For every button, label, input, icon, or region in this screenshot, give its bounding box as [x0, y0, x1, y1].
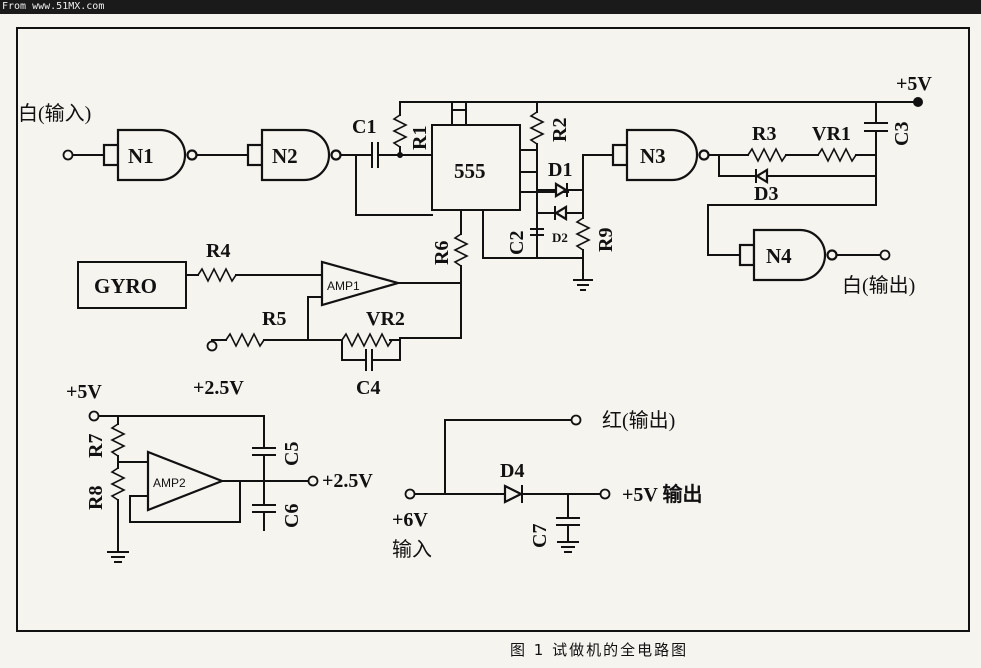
c4-label: C4: [356, 377, 380, 399]
gate-n4: N4: [738, 228, 838, 282]
capacitor-c3: [864, 122, 888, 132]
gate-n1: N1: [102, 128, 198, 182]
vcc-terminal: [913, 97, 923, 107]
capacitor-c4: [365, 349, 373, 371]
resistor-r6: [453, 233, 469, 267]
wire-amp1-minus: [307, 296, 323, 341]
gyro-label: GYRO: [94, 274, 157, 298]
capacitor-c5: [252, 447, 276, 456]
resistor-r3: [747, 147, 787, 163]
wire-d3: [718, 154, 877, 177]
gate-n4-label: N4: [766, 244, 792, 268]
diode-d4: [503, 484, 524, 504]
c3-label: C3: [891, 122, 913, 146]
input-6v-sub-label: 输入: [392, 538, 432, 561]
white-output-terminal: [879, 249, 891, 261]
red-output-label: 红(输出): [602, 409, 675, 432]
amp2-label: AMP2: [153, 476, 186, 490]
r2-label: R2: [549, 118, 571, 142]
555-ground-wire: [482, 209, 584, 259]
c5-label: C5: [281, 442, 303, 466]
vcc-top-label: +5V: [896, 73, 932, 95]
ref-2v5-terminal: [307, 475, 319, 487]
ref-2v5-label: +2.5V: [322, 470, 373, 492]
capacitor-c1: [371, 142, 379, 168]
r4-label: R4: [206, 240, 230, 262]
resistor-r5: [225, 332, 265, 348]
r9-label: R9: [595, 228, 617, 252]
diode-d1: [554, 182, 569, 198]
white-input-terminal: [62, 149, 74, 161]
amp2-opamp: [146, 450, 226, 512]
diode-d3: [754, 168, 769, 184]
resistor-r7: [110, 423, 126, 457]
555-vcc-pins: [451, 101, 467, 126]
wire-ref-top: [98, 415, 265, 449]
timer-555-label: 555: [454, 159, 486, 183]
r7-label: R7: [85, 434, 107, 458]
ref-5v-label: +5V: [66, 381, 102, 403]
resistor-r4: [197, 267, 237, 283]
capacitor-c6: [252, 504, 276, 513]
ref-5v-terminal: [88, 410, 100, 422]
diagram-frame: [16, 27, 970, 632]
r8-label: R8: [85, 486, 107, 510]
gate-n3-label: N3: [640, 144, 666, 168]
gate-n3: N3: [611, 128, 710, 182]
amp1-label: AMP1: [327, 279, 360, 293]
wire-amp2-feedback: [129, 480, 241, 523]
gyro-block: [77, 261, 187, 309]
source-watermark: From www.51MX.com: [0, 0, 981, 14]
r5-label: R5: [262, 308, 286, 330]
resistor-r1: [392, 114, 408, 148]
bias-2v5-label: +2.5V: [193, 377, 244, 399]
wire-red-output: [444, 419, 572, 495]
c2-label: C2: [506, 231, 528, 255]
resistor-r2: [529, 111, 545, 145]
capacitor-c2: [530, 228, 544, 236]
amp1-opamp: [320, 260, 403, 307]
white-output-label: 白(输出): [842, 274, 915, 297]
input-6v-terminal: [404, 488, 416, 500]
resistor-r8: [110, 467, 126, 501]
r3-label: R3: [752, 123, 776, 145]
ground-symbol-ref: [107, 551, 129, 563]
output-5v-terminal: [599, 488, 611, 500]
potentiometer-vr1: [817, 147, 857, 163]
junction-r1: [397, 152, 403, 158]
wire-to-n4: [707, 204, 877, 256]
white-input-label: 白(输入): [18, 102, 91, 125]
figure-caption: 图 1 试做机的全电路图: [510, 641, 688, 659]
r6-label: R6: [431, 241, 453, 265]
timer-555-ic: [431, 124, 521, 211]
ground-symbol-c7: [557, 541, 579, 553]
wire-c4-loop: [341, 337, 401, 361]
vr2-label: VR2: [366, 308, 405, 330]
c7-label: C7: [529, 524, 551, 548]
vr1-label: VR1: [812, 123, 851, 145]
d3-label: D3: [754, 183, 778, 205]
gate-n1-label: N1: [128, 144, 154, 168]
wire-c1-555-trigger: [355, 154, 433, 216]
d1-label: D1: [548, 159, 572, 181]
r1-label: R1: [409, 126, 431, 150]
resistor-r9: [575, 217, 591, 251]
output-5v-label: +5V 输出: [622, 482, 702, 506]
potentiometer-vr2: [341, 332, 393, 348]
c1-label: C1: [352, 116, 376, 138]
ground-symbol-r9: [573, 279, 593, 291]
gate-n2-label: N2: [272, 144, 298, 168]
input-6v-label: +6V: [392, 509, 428, 531]
red-output-terminal: [570, 414, 582, 426]
diode-d2: [553, 205, 568, 221]
c6-label: C6: [281, 504, 303, 528]
wire-r6-feedback: [399, 265, 462, 339]
bias-terminal: [206, 340, 218, 352]
gate-n2: N2: [246, 128, 342, 182]
d4-label: D4: [500, 460, 524, 482]
capacitor-c7: [556, 493, 580, 543]
d2-label: D2: [552, 230, 568, 245]
